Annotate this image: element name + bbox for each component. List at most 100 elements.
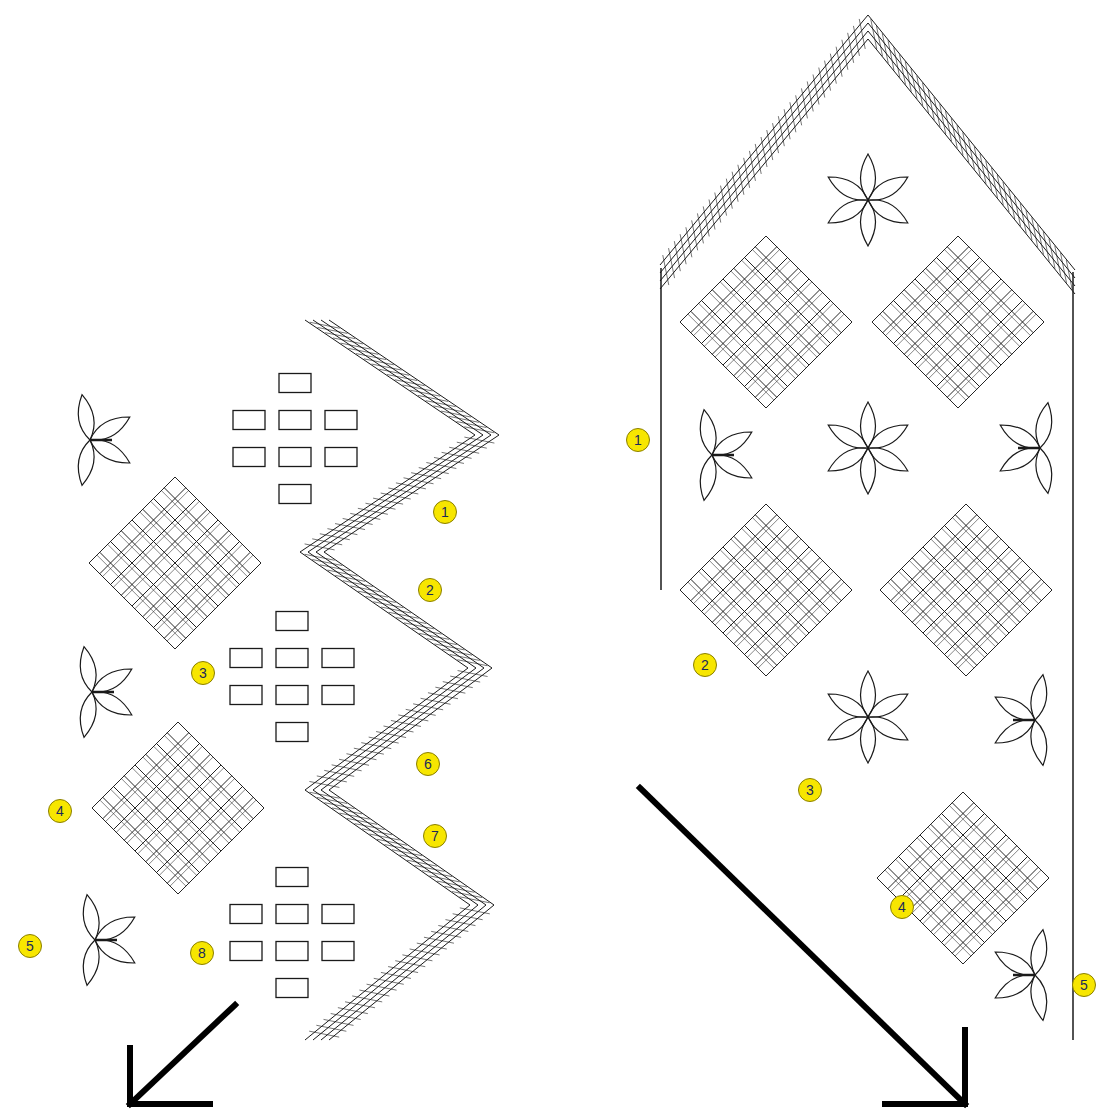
grid-line: [146, 776, 232, 862]
hatch-tick: [1026, 210, 1032, 240]
small-rectangle: [230, 942, 262, 961]
hatch-tick: [406, 709, 436, 715]
hatch-tick: [842, 40, 848, 70]
hatch-tick: [663, 255, 669, 285]
flower-motif: [80, 893, 139, 986]
small-rectangle: [279, 448, 311, 467]
petal: [864, 711, 911, 747]
small-rectangle: [233, 448, 265, 467]
grid-line: [745, 569, 831, 655]
flower-motif: [991, 928, 1050, 1021]
grid-line: [766, 322, 852, 408]
hatch-tick: [310, 792, 340, 798]
hatch-tick: [338, 1008, 368, 1014]
hatch-tick: [848, 33, 854, 63]
petal: [861, 154, 876, 200]
hatch-tick: [934, 97, 940, 127]
flower-center-stroke: [1018, 447, 1040, 450]
hatch-tick: [830, 54, 836, 84]
hatch-tick: [310, 322, 340, 328]
hatch-tick: [1020, 203, 1026, 233]
petal: [1033, 447, 1056, 495]
grid-line: [702, 301, 788, 387]
grid-line: [901, 293, 987, 379]
arrow-stroke: [127, 1048, 133, 1104]
arrow-stroke: [962, 1030, 968, 1104]
grid-line: [111, 789, 197, 875]
petal: [1033, 401, 1056, 449]
grid-line: [723, 279, 809, 365]
hatch-tick: [418, 395, 448, 401]
grid-line: [923, 547, 1009, 633]
petal: [996, 419, 1043, 455]
grid-line: [723, 547, 809, 633]
hatch-tick: [305, 544, 335, 550]
hatch-tick: [410, 949, 440, 955]
grid-diamond: [89, 477, 261, 649]
grid-line: [111, 542, 197, 628]
grid-line: [906, 849, 992, 935]
band-line: [316, 320, 491, 1040]
petal: [75, 393, 98, 441]
hatch-tick: [388, 967, 418, 973]
hatch-tick: [373, 498, 403, 504]
hatch-tick: [309, 1031, 339, 1037]
callout-badge: 4: [48, 799, 72, 823]
grid-line: [755, 579, 841, 665]
hatch-tick: [686, 227, 692, 257]
grid-line: [157, 787, 243, 873]
flower-center-stroke: [712, 454, 734, 457]
hatch-tick: [1009, 189, 1015, 219]
small-rectangle: [230, 905, 262, 924]
grid-line: [891, 579, 977, 665]
grid-line: [167, 555, 253, 641]
petal: [1028, 974, 1051, 1022]
grid-line: [883, 311, 969, 397]
hatch-tick: [358, 508, 388, 514]
grid-line: [947, 571, 1033, 657]
hatch-tick: [396, 483, 426, 489]
flower-motif: [996, 401, 1055, 494]
petal: [697, 408, 720, 456]
grid-line: [89, 563, 175, 649]
hatch-tick: [398, 715, 428, 721]
hatch-tick: [427, 639, 457, 645]
hatch-tick: [335, 524, 365, 530]
petal: [864, 171, 911, 207]
grid-line: [100, 552, 186, 638]
hatch-tick: [419, 468, 449, 474]
petal: [88, 663, 135, 699]
flower-motif: [824, 154, 911, 246]
hatch-tick: [355, 824, 385, 830]
grid-line: [108, 544, 194, 630]
hatch-tick: [749, 151, 755, 181]
grid-line: [726, 282, 812, 368]
hatch-tick: [680, 234, 686, 264]
hatch-tick: [395, 380, 425, 386]
grid-line: [132, 520, 218, 606]
hatch-tick: [441, 411, 471, 417]
hatch-tick: [1066, 260, 1072, 290]
petal: [1028, 673, 1051, 721]
hatch-tick: [449, 416, 479, 422]
hatch-tick: [813, 75, 819, 105]
hatch-tick: [312, 560, 342, 566]
hatch-tick: [430, 876, 460, 882]
hatch-tick: [836, 47, 842, 77]
hatch-tick: [325, 333, 355, 339]
hatch-tick: [917, 76, 923, 106]
hatch-tick: [957, 125, 963, 155]
hatch-tick: [464, 437, 494, 443]
small-rectangle: [276, 686, 308, 705]
hatch-tick: [450, 654, 480, 660]
band-line: [660, 23, 1075, 278]
hatch-tick: [928, 90, 934, 120]
hatch-tick: [410, 390, 440, 396]
grid-line: [734, 290, 820, 376]
grid-line: [885, 870, 971, 956]
callout-badge: 5: [1072, 973, 1096, 997]
small-rectangle: [325, 411, 357, 430]
small-rectangle: [230, 649, 262, 668]
flower-center-stroke: [1013, 974, 1035, 977]
hatch-tick: [1032, 217, 1038, 247]
